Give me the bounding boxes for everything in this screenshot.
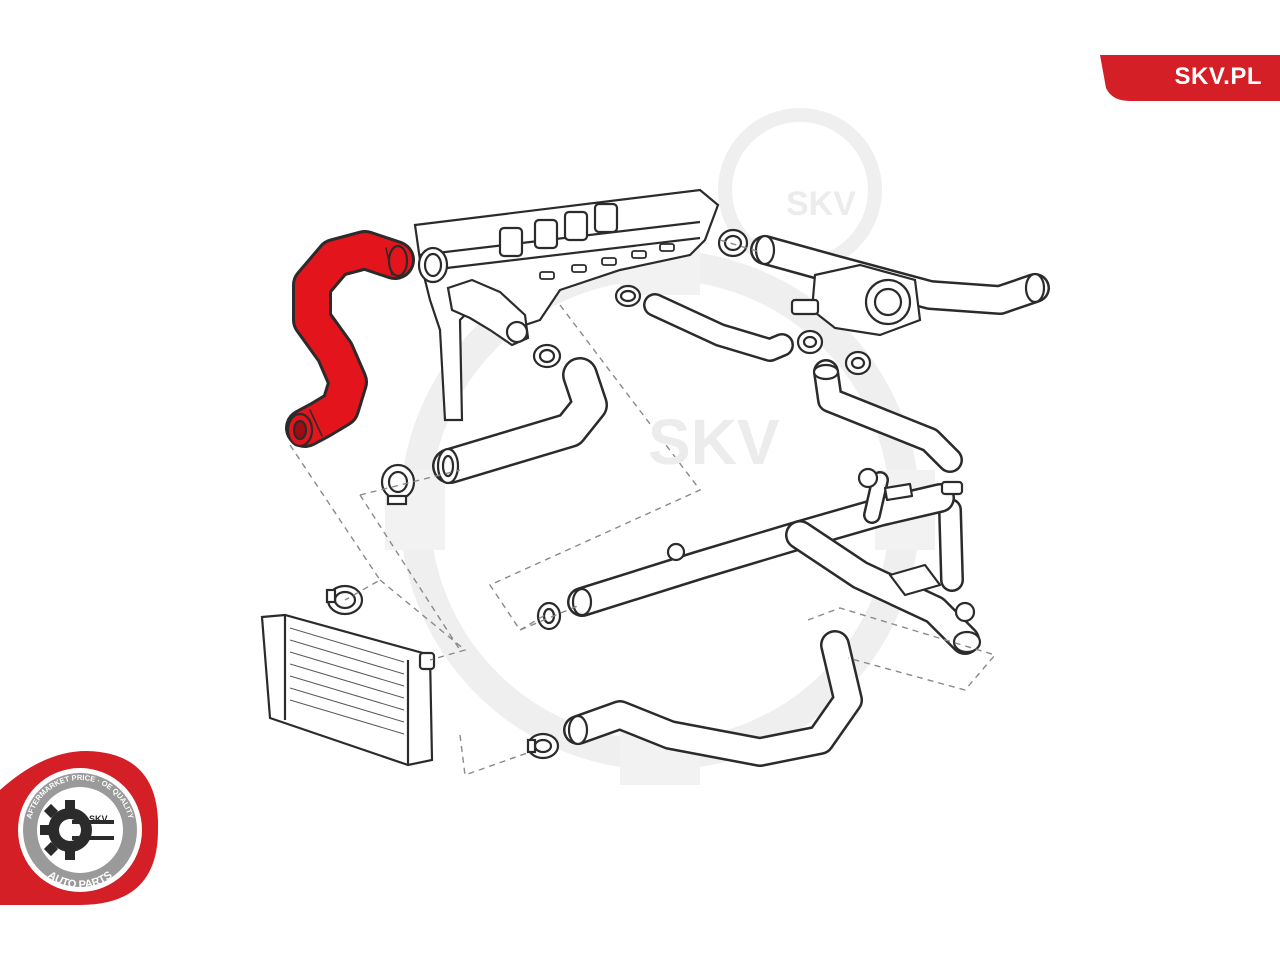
clamp-mid-2 <box>532 343 562 369</box>
seal-center-text: SKV <box>89 814 108 824</box>
thermostat-housing-icon <box>446 278 530 347</box>
seal-top-arc-text: AFTERMARKET PRICE · OE QUALITY <box>24 773 135 820</box>
radiator-upper-hose[interactable] <box>285 230 415 448</box>
clamp-throttle-1 <box>796 329 824 355</box>
watermark-text-small: SKV <box>786 185 856 223</box>
clamp-mid-1 <box>614 284 642 308</box>
radiator-icon <box>260 613 436 767</box>
clamp-head-right <box>717 228 749 258</box>
brand-tab-shape <box>1100 55 1280 101</box>
watermark-text-large: SKV <box>648 406 780 478</box>
clamp-small-ring <box>536 601 562 631</box>
clamp-thermostat <box>417 246 449 284</box>
seal-text-layer: AFTERMARKET PRICE · OE QUALITY AUTO PART… <box>24 773 135 891</box>
seal-bottom-arc-text: AUTO PARTS <box>46 869 115 891</box>
pipe-manifold-icon <box>567 467 982 655</box>
site-label[interactable]: SKV.PL <box>1174 63 1262 90</box>
hose-outlines <box>432 235 1050 767</box>
clamp-bottom <box>526 732 560 760</box>
radiator-upper-hose-ends <box>286 244 409 448</box>
dashed-leader-lines <box>289 239 997 776</box>
clamp-throttle-2 <box>844 350 872 376</box>
throttle-body-icon <box>790 263 922 337</box>
engine-block-icon <box>413 188 720 422</box>
clamp-radiator <box>325 584 364 616</box>
seal-gear-icon <box>40 800 114 860</box>
brand-seal-icon <box>0 751 159 905</box>
hose-ends <box>436 234 1046 746</box>
